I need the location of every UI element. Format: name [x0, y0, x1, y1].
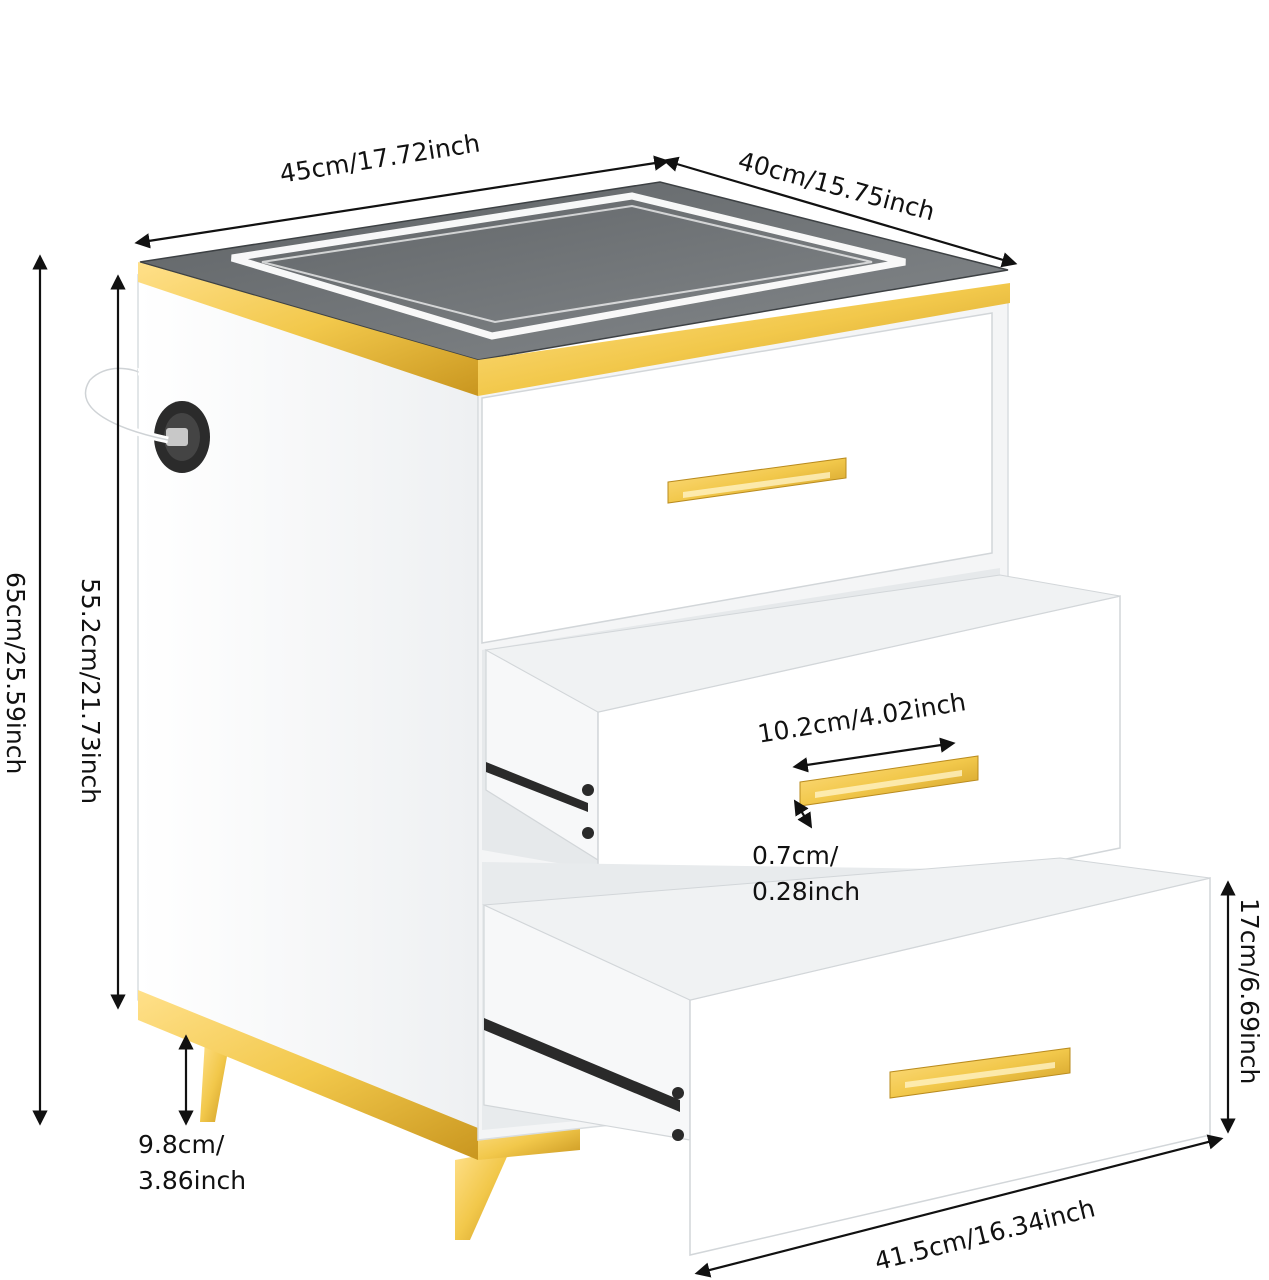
body-height-label: 55.2cm/21.73inch: [76, 578, 105, 805]
bottom-drawer: [482, 857, 1211, 1256]
gold-handle-bottom: [889, 1047, 1071, 1099]
leg-height-in: 3.86inch: [138, 1166, 247, 1195]
leg-front: [455, 1150, 510, 1240]
middle-drawer: [482, 568, 1121, 956]
dimension-line-top-depth: [662, 156, 1018, 268]
drawer-slide-rail-icon: [486, 762, 594, 839]
dimension-line-handle-thickness: [793, 799, 813, 829]
drawer-slide-rail-icon-bottom: [484, 1018, 684, 1141]
gold-rim-top: [138, 262, 478, 396]
gold-trim-bottom: [138, 990, 478, 1160]
leg-back-left: [200, 1040, 230, 1122]
usb-charging-port-icon: [154, 401, 210, 473]
total-height-label: 65cm/25.59inch: [1, 572, 30, 775]
drawer-height-label: 17cm/6.69inch: [1235, 898, 1264, 1085]
dimension-line-top-width: [134, 155, 670, 249]
leg-height-cm: 9.8cm/: [138, 1130, 225, 1159]
side-panel: [137, 273, 580, 1160]
dimension-lines: [32, 155, 1236, 1278]
leg-height-label: 9.8cm/ 3.86inch: [138, 1127, 358, 1199]
handle-thickness-label: 0.7cm/ 0.28inch: [752, 838, 972, 910]
gold-handle-top: [667, 457, 847, 504]
top-drawer: [481, 312, 993, 644]
handle-thickness-cm: 0.7cm/: [752, 841, 839, 870]
dimension-line-drawer-depth: [694, 1134, 1224, 1278]
legs: [200, 1040, 510, 1240]
handle-thickness-in: 0.28inch: [752, 877, 861, 906]
dimension-line-handle-length: [792, 737, 956, 773]
